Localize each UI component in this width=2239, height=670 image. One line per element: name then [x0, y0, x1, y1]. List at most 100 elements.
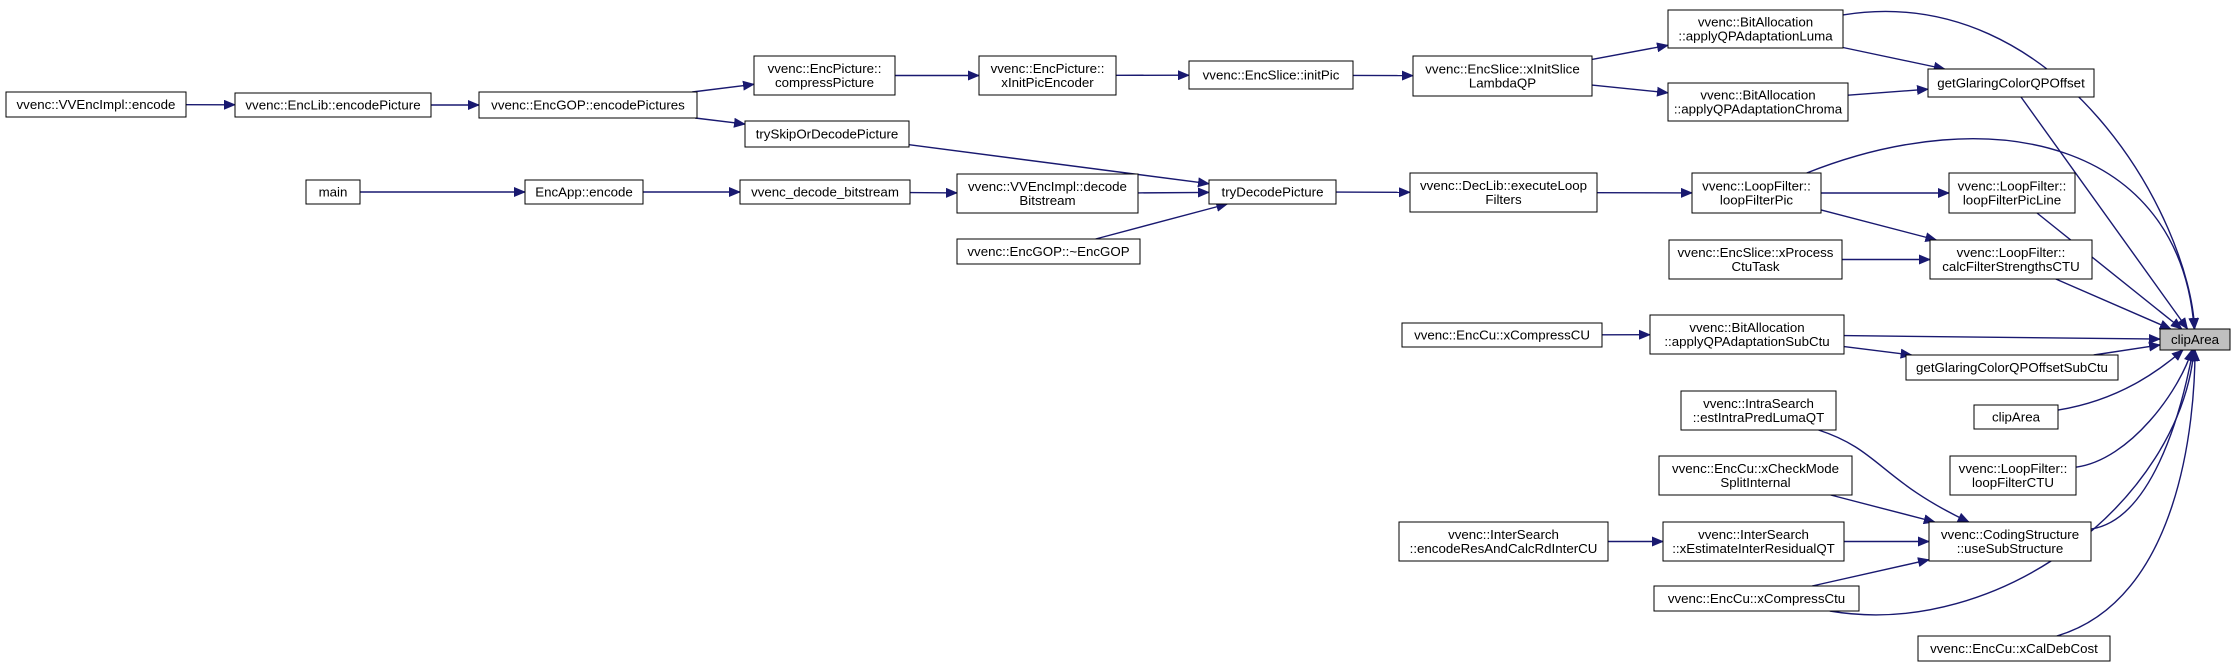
- node-box: [234, 92, 432, 118]
- node-label-line: ::applyQPAdaptationSubCtu: [1664, 334, 1829, 349]
- node-loopfilter_pic[interactable]: vvenc::LoopFilter::loopFilterPic: [1691, 172, 1822, 214]
- edge-loopfilter_ctu-to-clipArea_main: [2075, 349, 2194, 468]
- node-box: [1667, 9, 1844, 49]
- node-trydecode[interactable]: tryDecodePicture: [1208, 179, 1337, 205]
- node-encgop_encodepictures[interactable]: vvenc::EncGOP::encodePictures: [478, 91, 698, 119]
- node-box: [1917, 635, 2111, 662]
- node-box: [524, 179, 644, 205]
- edge-bitalloc_luma-to-getGlaringColorQPOffset: [1842, 46, 1946, 72]
- node-label-line: vvenc::EncPicture::: [768, 61, 882, 76]
- edge-encgop_dtor-to-trydecode: [1095, 201, 1229, 240]
- node-box: [1948, 172, 2076, 214]
- node-label-line: vvenc::EncCu::xCompressCtu: [1668, 591, 1845, 606]
- edge-intrasearch-to-codingstructure_use: [1818, 429, 1970, 523]
- node-label-line: ::applyQPAdaptationLuma: [1678, 29, 1833, 44]
- node-bitalloc_chroma[interactable]: vvenc::BitAllocation::applyQPAdaptationC…: [1667, 82, 1849, 122]
- node-box: [1653, 585, 1860, 612]
- edge-clipArea_2-to-clipArea_main: [2057, 349, 2184, 411]
- node-intersearch_encode[interactable]: vvenc::InterSearch::encodeResAndCalcRdIn…: [1398, 521, 1609, 562]
- node-box: [753, 55, 896, 96]
- node-label-line: vvenc::EncCu::xCompressCU: [1414, 328, 1590, 343]
- node-label-line: loopFilterPicLine: [1963, 193, 2061, 208]
- node-clipArea_main[interactable]: clipArea: [2159, 328, 2231, 351]
- node-label-line: vvenc::EncGOP::encodePictures: [491, 98, 685, 113]
- node-vvenc_decode_bitstream[interactable]: vvenc_decode_bitstream: [739, 179, 911, 205]
- node-loopfilter_picline[interactable]: vvenc::LoopFilter::loopFilterPicLine: [1948, 172, 2076, 214]
- node-loopfilter_calc[interactable]: vvenc::LoopFilter::calcFilterStrengthsCT…: [1929, 239, 2093, 280]
- node-encpicture_compress[interactable]: vvenc::EncPicture::compressPicture: [753, 55, 896, 96]
- edges-layer: [185, 10, 2200, 637]
- node-enccu_compresscu[interactable]: vvenc::EncCu::xCompressCU: [1401, 322, 1603, 348]
- node-label-line: vvenc::BitAllocation: [1689, 320, 1804, 335]
- node-label-line: main: [319, 185, 348, 200]
- node-label-line: ::encodeResAndCalcRdInterCU: [1410, 541, 1598, 556]
- node-getGlaringColorQPOffset[interactable]: getGlaringColorQPOffset: [1927, 68, 2095, 98]
- node-vvencimpl_encode[interactable]: vvenc::VVEncImpl::encode: [5, 91, 187, 118]
- node-label-line: vvenc::LoopFilter::: [1702, 179, 1811, 194]
- node-label-line: vvenc::EncSlice::xInitSlice: [1425, 62, 1579, 77]
- node-box: [1928, 521, 2092, 562]
- node-enclib_encodepicture[interactable]: vvenc::EncLib::encodePicture: [234, 92, 432, 118]
- node-encpicture_xinit[interactable]: vvenc::EncPicture::xInitPicEncoder: [978, 55, 1117, 96]
- node-label-line: clipArea: [1992, 410, 2041, 425]
- node-label-line: vvenc::EncCu::xCalDebCost: [1930, 641, 2098, 656]
- node-box: [1973, 404, 2059, 430]
- edge-bitalloc_subctu-to-clipArea_main: [1843, 333, 2161, 344]
- node-tryskip[interactable]: trySkipOrDecodePicture: [744, 120, 910, 148]
- node-label-line: vvenc::EncCu::xCheckMode: [1672, 461, 1839, 476]
- edge-bitalloc_chroma-to-getGlaringColorQPOffset: [1847, 85, 1929, 96]
- node-label-line: vvenc::VVEncImpl::decode: [968, 179, 1127, 194]
- node-box: [1668, 239, 1843, 280]
- node-label-line: trySkipOrDecodePicture: [756, 127, 899, 142]
- node-bitalloc_luma[interactable]: vvenc::BitAllocation::applyQPAdaptationL…: [1667, 9, 1844, 49]
- edge-vvencimpl_decode-to-trydecode: [1137, 187, 1210, 198]
- node-main[interactable]: main: [305, 179, 361, 205]
- node-label-line: vvenc::VVEncImpl::encode: [17, 97, 176, 112]
- edge-getGlaringColorQPOffset-to-clipArea_main: [2020, 96, 2189, 330]
- node-label-line: loopFilterPic: [1720, 193, 1794, 208]
- edge-encslice_lambda-to-bitalloc_chroma: [1591, 84, 1669, 97]
- node-encgop_dtor[interactable]: vvenc::EncGOP::~EncGOP: [956, 238, 1141, 265]
- edge-enccu_checkmode-to-codingstructure_use: [1830, 494, 1936, 525]
- node-bitalloc_subctu[interactable]: vvenc::BitAllocation::applyQPAdaptationS…: [1649, 314, 1845, 355]
- node-box: [956, 238, 1141, 265]
- node-label-line: vvenc::IntraSearch: [1703, 396, 1814, 411]
- node-getglaring_subctu[interactable]: getGlaringColorQPOffsetSubCtu: [1905, 354, 2119, 381]
- node-box: [978, 55, 1117, 96]
- node-label-line: vvenc::DecLib::executeLoop: [1420, 178, 1587, 193]
- node-box: [1949, 455, 2077, 496]
- node-encapp_encode[interactable]: EncApp::encode: [524, 179, 644, 205]
- node-encslice_initpic[interactable]: vvenc::EncSlice::initPic: [1188, 60, 1354, 90]
- edge-getglaring_subctu-to-clipArea_main: [2093, 341, 2161, 356]
- node-label-line: calcFilterStrengthsCTU: [1942, 259, 2079, 274]
- node-intersearch_estimate[interactable]: vvenc::InterSearch::xEstimateInterResidu…: [1662, 521, 1845, 562]
- edge-loopfilter_calc-to-clipArea_main: [2055, 278, 2172, 330]
- node-box: [1662, 521, 1845, 562]
- node-enccu_caldeb[interactable]: vvenc::EncCu::xCalDebCost: [1917, 635, 2111, 662]
- node-label-line: vvenc::BitAllocation: [1700, 88, 1815, 103]
- node-box: [2159, 328, 2231, 351]
- edge-codingstructure_use-to-clipArea_main: [2090, 349, 2196, 530]
- node-box: [1398, 521, 1609, 562]
- node-box: [305, 179, 361, 205]
- node-intrasearch[interactable]: vvenc::IntraSearch::estIntraPredLumaQT: [1680, 390, 1837, 431]
- node-box: [1658, 455, 1853, 496]
- node-box: [1409, 172, 1598, 213]
- node-label-line: Filters: [1485, 192, 1522, 207]
- edge-enccu_compressctu-to-codingstructure_use: [1811, 557, 1930, 587]
- node-label-line: compressPicture: [775, 75, 874, 90]
- node-label-line: xInitPicEncoder: [1001, 75, 1094, 90]
- node-label-line: loopFilterCTU: [1972, 475, 2054, 490]
- node-box: [1188, 60, 1354, 90]
- node-clipArea_2[interactable]: clipArea: [1973, 404, 2059, 430]
- node-label-line: vvenc::EncSlice::initPic: [1203, 68, 1340, 83]
- node-loopfilter_ctu[interactable]: vvenc::LoopFilter::loopFilterCTU: [1949, 455, 2077, 496]
- node-enccu_compressctu[interactable]: vvenc::EncCu::xCompressCtu: [1653, 585, 1860, 612]
- node-label-line: vvenc_decode_bitstream: [751, 185, 899, 200]
- node-codingstructure_use[interactable]: vvenc::CodingStructure::useSubStructure: [1928, 521, 2092, 562]
